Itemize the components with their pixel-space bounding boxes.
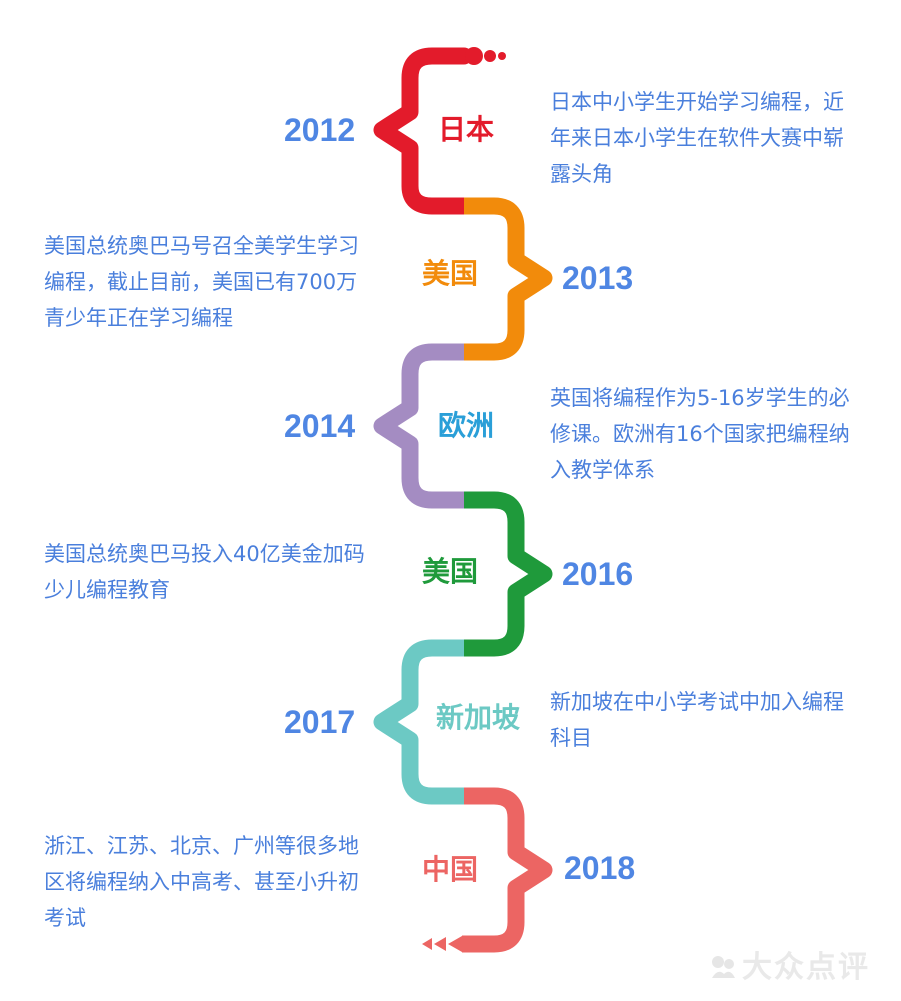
country-europe: 欧洲 [438, 409, 495, 442]
country-china: 中国 [422, 853, 479, 886]
year-2013: 2013 [562, 260, 634, 296]
timeline-segment-2014 [373, 343, 464, 509]
description-2018: 浙江、江苏、北京、广州等很多地区将编程纳入中高考、甚至小升初考试 [44, 834, 359, 930]
start-dots [465, 47, 506, 65]
country-singapore: 新加坡 [436, 701, 521, 734]
country-usa-2016: 美国 [422, 555, 479, 588]
end-arrows-icon [422, 936, 462, 952]
watermark: 大众点评 [708, 942, 870, 986]
year-2018: 2018 [564, 850, 636, 886]
timeline-segment-2012 [373, 47, 473, 215]
timeline-segment-2016 [464, 491, 553, 657]
watermark-text: 大众点评 [742, 950, 870, 985]
year-2012: 2012 [284, 112, 356, 148]
timeline-segment-2013 [464, 197, 553, 361]
country-japan: 日本 [438, 113, 495, 146]
description-2012: 日本中小学生开始学习编程，近年来日本小学生在软件大赛中崭露头角 [550, 90, 844, 186]
description-2014: 英国将编程作为5-16岁学生的必修课。欧洲有16个国家把编程纳入教学体系 [550, 386, 850, 482]
description-2016: 美国总统奥巴马投入40亿美金加码少儿编程教育 [44, 542, 365, 602]
year-2014: 2014 [284, 408, 356, 444]
timeline-segment-2018 [462, 787, 553, 953]
timeline-segment-2017 [373, 639, 464, 805]
year-2017: 2017 [284, 704, 356, 740]
description-2013: 美国总统奥巴马号召全美学生学习编程，截止目前，美国已有700万青少年正在学习编程 [44, 234, 359, 330]
year-2016: 2016 [562, 556, 634, 592]
country-usa-2013: 美国 [422, 257, 479, 290]
dianping-logo-icon [712, 956, 735, 978]
description-2017: 新加坡在中小学考试中加入编程科目 [550, 690, 844, 750]
